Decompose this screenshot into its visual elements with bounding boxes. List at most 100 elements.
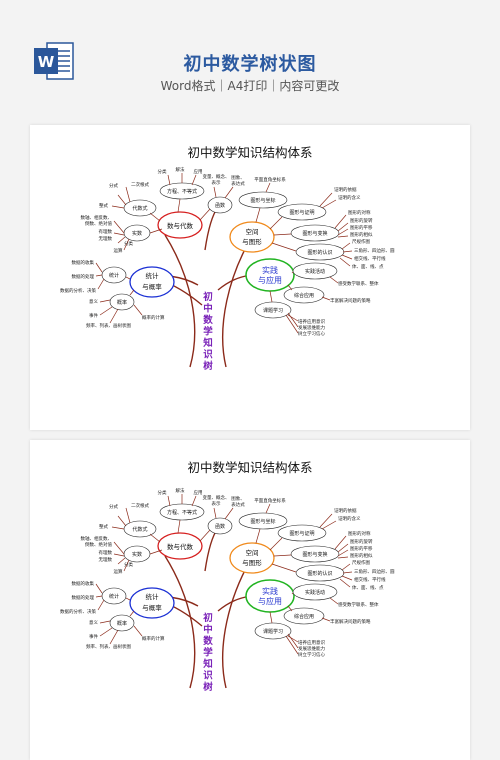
topic-node — [254, 301, 292, 319]
recognize-label: 图形的认识 — [307, 249, 332, 256]
word-document-icon: W — [34, 42, 74, 80]
geometry-label-2: 与图形 — [242, 238, 262, 246]
leaf-l9: 分类 — [124, 561, 133, 568]
leaf-l31: 发展思维能力 — [298, 324, 325, 331]
trunk-char: 学 — [203, 647, 213, 659]
leaf-l26: 相交线、平行线 — [354, 255, 386, 262]
trunk-char: 识 — [203, 349, 213, 361]
comprehensive-label: 综合应用 — [294, 613, 314, 620]
leaf-l36: 意义 — [89, 619, 98, 626]
coordinate-node — [238, 191, 288, 209]
geometry-branches — [255, 503, 353, 588]
trunk-char: 知 — [202, 658, 213, 670]
leaf-l7: 无理数 — [99, 556, 113, 563]
proof-node — [277, 203, 327, 221]
trunk-char: 初 — [203, 291, 213, 303]
practice-node — [245, 579, 295, 613]
leaf-l3: 二次根式 — [131, 502, 149, 509]
stat-label: 统计 — [109, 593, 119, 600]
trunk-char: 树 — [203, 360, 213, 372]
leaf-l7: 无理数 — [99, 235, 113, 242]
document-page-2[interactable]: 初中数学知识结构体系 数与代数 代数式 实数 方程、不等式 函数 — [30, 440, 470, 760]
leaf-l28: 感受数学联系、整体 — [338, 601, 379, 608]
algebra-label: 数与代数 — [167, 221, 194, 230]
trunk-char: 树 — [203, 681, 213, 693]
leaf-l19: 证明的含义 — [338, 194, 361, 201]
activity-node — [292, 262, 338, 280]
geometry-label-1: 空间 — [246, 548, 259, 557]
prob-label: 概率 — [117, 620, 127, 627]
stats-branches — [95, 583, 143, 645]
leaf-l38: 频率、列表、画树状图 — [86, 643, 131, 650]
geometry-node — [229, 542, 275, 574]
word-icon-letter: W — [38, 53, 55, 71]
proof-label: 图形与证明 — [289, 209, 314, 216]
page-subtitle: Word格式｜A4打印｜内容可更改 — [160, 79, 340, 93]
stats-label-1: 统计 — [146, 271, 160, 280]
leaf-l1: 整式 — [99, 523, 108, 530]
leaf-l4: 数轴、相反数、 — [81, 214, 113, 221]
leaf-l29: 丰富解决问题的策略 — [330, 297, 371, 304]
leaf-l17: 平面直角坐标系 — [254, 176, 286, 183]
trunk-char: 学 — [203, 326, 213, 338]
topic-label: 课题学习 — [263, 628, 283, 635]
leaf-l37: 事件 — [89, 633, 98, 640]
transform-node — [290, 545, 340, 563]
leaf-l24: 尺规作图 — [352, 238, 370, 245]
leaf-l8: 运算 — [114, 247, 123, 254]
algebra-node — [157, 532, 203, 560]
transform-label: 图形与变换 — [302, 551, 327, 558]
leaf-l11: 解法 — [176, 487, 185, 494]
geometry-label-1: 空间 — [246, 227, 259, 236]
leaf-l39: 概率的计算 — [142, 635, 165, 642]
algebra-node — [157, 211, 203, 239]
leaf-l29: 丰富解决问题的策略 — [330, 618, 371, 625]
leaf-l34: 数据的处理 — [72, 594, 95, 601]
coordinate-node — [238, 512, 288, 530]
leaf-l22: 图形的平移 — [350, 224, 373, 231]
document-title: 初中数学知识结构体系 — [187, 145, 313, 160]
algebra-branches — [111, 494, 234, 572]
leaf-l2: 分式 — [109, 503, 118, 510]
leaf-l36: 意义 — [89, 298, 98, 305]
leaf-l4: 数轴、相反数、 — [81, 535, 113, 542]
leaf-l21: 图形的旋转 — [350, 538, 373, 545]
leaf-l35: 数据的分析、决策 — [60, 608, 96, 615]
comprehensive-node — [283, 607, 325, 625]
leaf-l33: 数据的收集 — [72, 259, 95, 266]
leaf-l39: 概率的计算 — [142, 314, 165, 321]
knowledge-tree-diagram: 数与代数 代数式 实数 方程、不等式 函数 整式 分式 二次根式 — [60, 166, 395, 372]
geometry-node — [229, 221, 275, 253]
stats-label-2: 与概率 — [142, 282, 162, 291]
algebra-branches — [111, 173, 234, 251]
leaf-l31: 发展思维能力 — [298, 645, 325, 652]
leaf-l17: 平面直角坐标系 — [254, 497, 286, 504]
leaf-l8: 运算 — [114, 568, 123, 575]
trunk-char: 中 — [203, 624, 213, 636]
leaf-l14: 表示 — [212, 179, 221, 186]
equation-label: 方程、不等式 — [167, 509, 197, 516]
practice-label-1: 实践 — [262, 265, 278, 275]
comprehensive-node — [283, 286, 325, 304]
recognize-label: 图形的认识 — [307, 570, 332, 577]
proof-label: 图形与证明 — [289, 530, 314, 537]
trunk-char: 初 — [203, 612, 213, 624]
prob-node — [109, 614, 135, 632]
real-label: 实数 — [132, 551, 142, 558]
leaf-l21: 图形的旋转 — [350, 217, 373, 224]
practice-branches — [269, 271, 339, 334]
document-page-1[interactable]: 初中数学知识结构体系 数与代数 代数式 实数 方程、不等式 函数 — [30, 125, 470, 430]
practice-label-2: 与应用 — [258, 596, 282, 606]
leaf-l22: 图形的平移 — [350, 545, 373, 552]
leaf-l16: 表达式 — [231, 501, 245, 508]
trunk-char: 中 — [203, 303, 213, 315]
leaf-l26: 相交线、平行线 — [354, 576, 386, 583]
topic-label: 课题学习 — [263, 307, 283, 314]
leaf-l13: 变量、概念、 — [203, 173, 230, 180]
leaf-l32: 树立学习信心 — [298, 330, 325, 337]
prob-node — [109, 293, 135, 311]
leaf-l38: 频率、列表、画树状图 — [86, 322, 131, 329]
leaf-l12: 应用 — [194, 168, 203, 175]
